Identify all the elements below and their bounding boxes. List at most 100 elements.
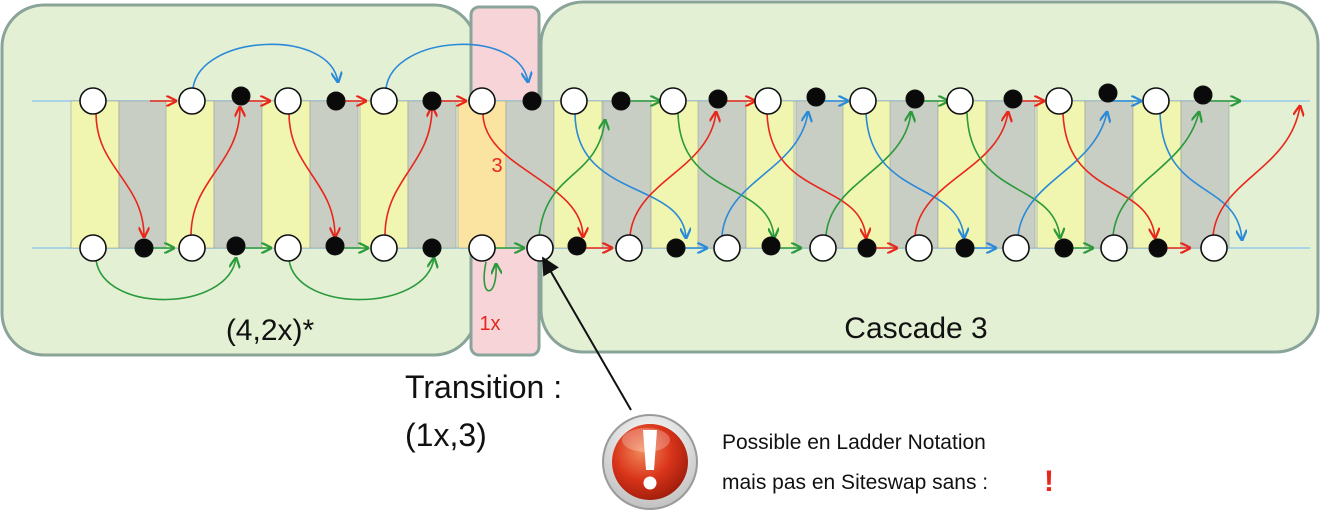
- hold-node: [806, 87, 826, 107]
- note-line1: Possible en Ladder Notation: [722, 431, 986, 454]
- throw-arrow: [1062, 112, 1155, 238]
- beat-band: [602, 100, 652, 249]
- catch-node: [274, 234, 302, 262]
- note-exclamation-mark: !: [1044, 465, 1054, 498]
- throw-arrow: [384, 107, 432, 237]
- throw-arrow: [385, 43, 528, 89]
- catch-node: [659, 87, 687, 115]
- beat-band: [261, 100, 311, 249]
- beat-band: [1132, 100, 1182, 249]
- beat-band: [505, 100, 555, 249]
- catch-node: [178, 234, 206, 262]
- hold-node: [666, 238, 686, 258]
- hold-node: [708, 89, 728, 109]
- catch-node: [615, 234, 643, 262]
- throw-arrow: [825, 112, 911, 237]
- catch-node: [178, 87, 206, 115]
- catch-node: [1100, 234, 1128, 262]
- exclamation-warning-icon: [602, 414, 698, 510]
- throw-arrow: [629, 112, 716, 237]
- catch-node: [79, 234, 107, 262]
- hold-node: [761, 236, 781, 256]
- beat-band: [165, 100, 215, 249]
- throw-arrow: [288, 112, 335, 237]
- catch-node: [526, 234, 554, 262]
- throw-arrow: [288, 258, 434, 301]
- hold-node: [1003, 89, 1023, 109]
- throw-arrow: [482, 112, 583, 237]
- throw-arrows: [95, 43, 1300, 301]
- throw-arrow: [721, 112, 808, 237]
- hold-node: [134, 238, 154, 258]
- catch-node: [946, 87, 974, 115]
- hold-node: [325, 236, 345, 256]
- beat-band: [889, 100, 939, 249]
- hold-node: [611, 91, 631, 111]
- hold-node: [567, 236, 587, 256]
- catch-node: [713, 234, 741, 262]
- hold-node: [231, 86, 251, 106]
- beat-band: [359, 100, 409, 249]
- note-line2: mais pas en Siteswap sans :: [722, 471, 988, 494]
- catch-node: [274, 87, 302, 115]
- hold-node: [905, 89, 925, 109]
- catch-node: [468, 234, 496, 262]
- catch-node: [370, 234, 398, 262]
- hold-node: [226, 236, 246, 256]
- throw-arrow: [190, 107, 240, 237]
- beat-band: [697, 100, 747, 249]
- throw-arrow: [483, 261, 496, 292]
- throw-arrow: [95, 258, 236, 301]
- hold-node: [857, 238, 877, 258]
- left-region-label: (4,2x)*: [226, 314, 315, 347]
- throw-arrow: [538, 120, 605, 238]
- throw-arrow: [914, 112, 1008, 237]
- beat-band: [407, 100, 457, 249]
- hold-node: [326, 91, 346, 111]
- hold-node: [422, 238, 442, 258]
- beat-band: [1180, 100, 1230, 249]
- hold-node: [1054, 238, 1074, 258]
- catch-node: [1002, 234, 1030, 262]
- catch-node: [370, 87, 398, 115]
- right-region-label: Cascade 3: [844, 312, 987, 345]
- throw-arrow: [677, 112, 774, 238]
- beat-nodes: [79, 83, 1228, 262]
- throw-3-label: 3: [491, 155, 502, 177]
- catch-node: [79, 87, 107, 115]
- throw-arrow: [1017, 112, 1107, 237]
- catch-node: [1200, 234, 1228, 262]
- beat-band: [650, 100, 700, 249]
- transition-label: 1x: [479, 313, 500, 335]
- catch-node: [849, 87, 877, 115]
- beat-band: [745, 100, 795, 249]
- throw-arrow: [1112, 112, 1199, 237]
- catch-node: [1045, 87, 1073, 115]
- hold-node: [522, 91, 542, 111]
- callout-pointer: [542, 256, 632, 411]
- throw-arrow: [1159, 112, 1242, 240]
- throw-arrow: [766, 112, 866, 238]
- catch-node: [905, 234, 933, 262]
- hold-node: [955, 238, 975, 258]
- beat-band: [795, 100, 845, 249]
- throw-arrow: [192, 43, 338, 89]
- hold-node: [1193, 85, 1213, 105]
- catch-node: [560, 87, 588, 115]
- throw-arrow: [865, 112, 964, 238]
- catch-node: [754, 87, 782, 115]
- throw-arrow: [966, 112, 1060, 238]
- catch-node: [809, 234, 837, 262]
- hold-node: [1098, 83, 1118, 103]
- beat-band: [553, 100, 603, 249]
- callout-title-line2: (1x,3): [405, 417, 487, 453]
- beat-band: [457, 100, 507, 249]
- beat-band: [1084, 100, 1134, 249]
- catch-node: [1142, 87, 1170, 115]
- hold-node: [1148, 238, 1168, 258]
- hold-node: [422, 91, 442, 111]
- callout-title-line1: Transition :: [405, 369, 562, 405]
- catch-node: [468, 87, 496, 115]
- throw-arrow: [574, 112, 686, 238]
- beat-band: [70, 100, 120, 249]
